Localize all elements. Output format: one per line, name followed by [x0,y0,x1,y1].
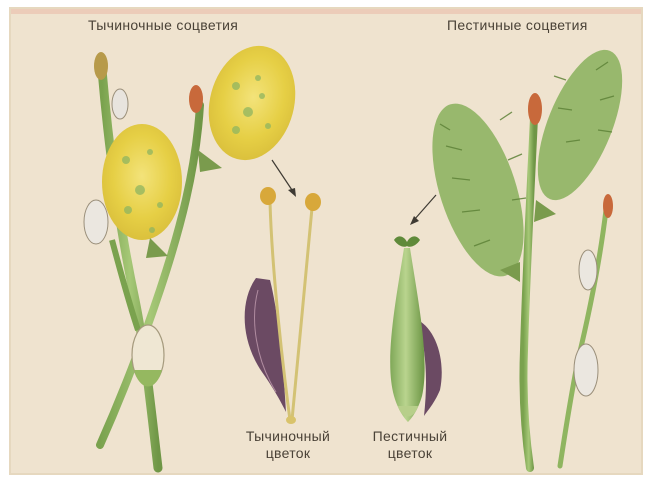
yellow-catkin-left [102,124,182,240]
staminate-title: Тычиночные соцветия [88,17,238,34]
pistillate-flower-caption-line2: цветок [360,445,460,462]
bud-top-left [94,52,108,80]
staminate-flower-caption: Тычиночный цветок [232,428,344,462]
pistillate-flower-caption: Пестичный цветок [360,428,460,462]
staminate-flower-caption-line2: цветок [232,445,344,462]
staminate-flower-caption-line1: Тычиночный [232,428,344,445]
bud-top-right [189,85,203,113]
pistillate-title: Пестичные соцветия [447,17,588,34]
pistillate-flower-caption-line1: Пестичный [360,428,460,445]
bud-red-top [528,93,542,125]
